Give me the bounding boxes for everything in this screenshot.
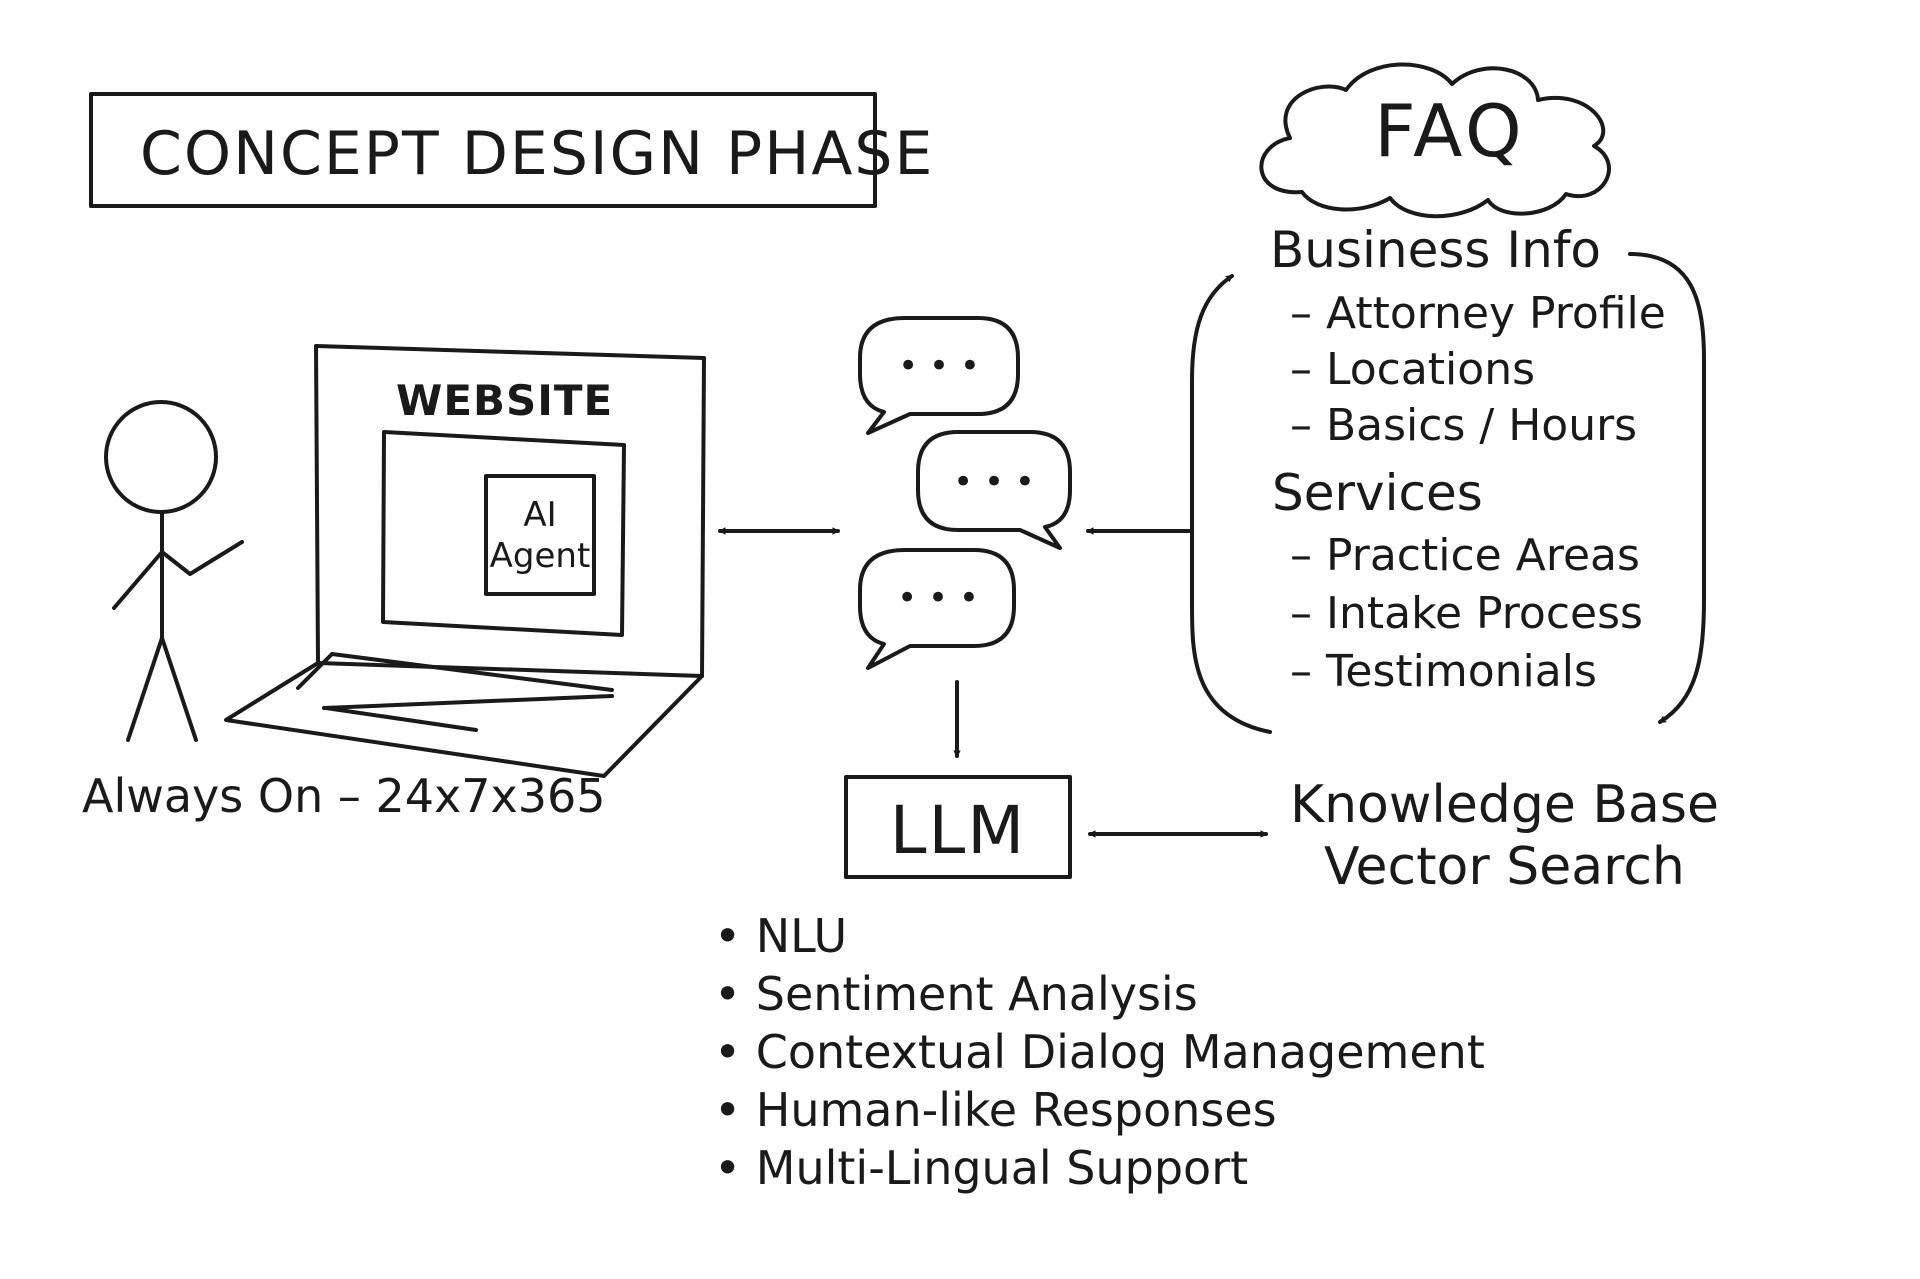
- title-box: CONCEPT DESIGN PHASE: [89, 92, 934, 208]
- knowledge-base-label: Knowledge Base: [1290, 775, 1719, 835]
- page-title: CONCEPT DESIGN PHASE: [140, 119, 934, 189]
- list-item: • Human-like Responses: [714, 1083, 1277, 1137]
- chat-bubble-dots: • • •: [897, 578, 979, 618]
- chat-bubble-dots: • • •: [953, 462, 1035, 502]
- vector-search-label: Vector Search: [1324, 837, 1685, 897]
- faq-cloud-icon: FAQ: [1259, 62, 1611, 219]
- list-item: – Practice Areas: [1290, 530, 1640, 581]
- faq-content: Business Info – Attorney Profile – Locat…: [1270, 221, 1666, 697]
- chat-bubbles-icon: • • • • • • • • •: [858, 316, 1072, 670]
- llm-box: LLM: [844, 775, 1072, 879]
- faq-left-curve-arrow: [1189, 274, 1272, 734]
- faq-title: FAQ: [1374, 89, 1525, 173]
- chat-bubble-icon: [858, 548, 1016, 670]
- chat-bubble-dots: • • •: [898, 346, 980, 386]
- ai-agent-label-line2: Agent: [490, 536, 591, 576]
- list-item: – Locations: [1290, 344, 1535, 395]
- ai-agent-box: AI Agent: [484, 474, 596, 596]
- list-item: – Intake Process: [1290, 588, 1643, 639]
- faq-section-heading: Business Info: [1270, 221, 1601, 279]
- chat-bubble-icon: [916, 430, 1072, 550]
- ai-agent-label-line1: AI: [523, 495, 556, 535]
- user-stick-figure-icon: [104, 400, 244, 742]
- list-item: – Basics / Hours: [1290, 400, 1637, 451]
- always-on-caption: Always On – 24x7x365: [82, 769, 606, 823]
- llm-label: LLM: [890, 792, 1027, 869]
- list-item: – Attorney Profile: [1290, 288, 1666, 339]
- website-label: WEBSITE: [396, 376, 613, 425]
- list-item: • Contextual Dialog Management: [714, 1025, 1485, 1079]
- list-item: – Testimonials: [1290, 646, 1597, 697]
- faq-section-heading: Services: [1272, 464, 1483, 522]
- list-item: • Multi-Lingual Support: [714, 1141, 1248, 1195]
- llm-features-list: • NLU • Sentiment Analysis • Contextual …: [714, 909, 1485, 1195]
- faq-right-curve-arrow: [1628, 252, 1706, 724]
- chat-bubble-icon: [858, 316, 1020, 435]
- list-item: • NLU: [714, 909, 847, 963]
- list-item: • Sentiment Analysis: [714, 967, 1198, 1021]
- laptop-icon: WEBSITE: [224, 344, 706, 778]
